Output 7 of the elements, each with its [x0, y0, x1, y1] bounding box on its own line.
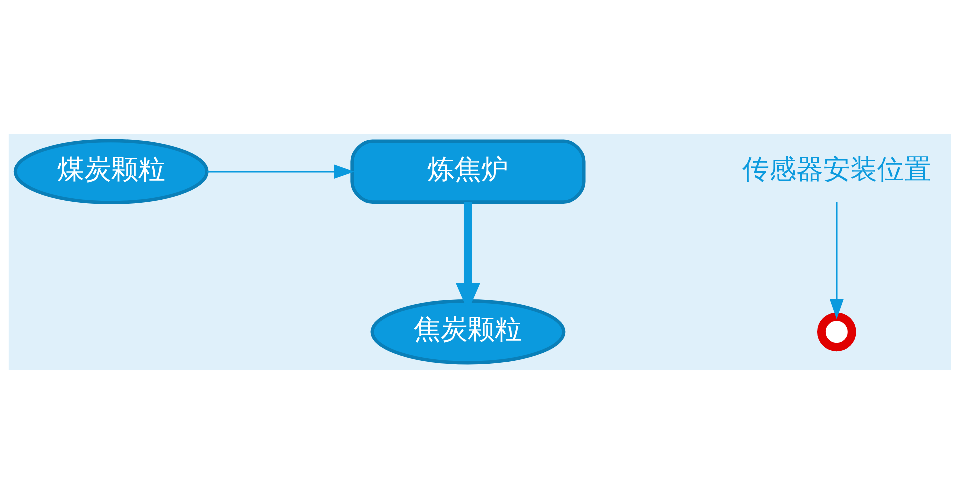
- node-box: 炼焦炉: [350, 140, 586, 204]
- node-ellipse: 焦炭颗粒: [370, 300, 566, 365]
- node-ellipse: 煤炭颗粒: [14, 139, 209, 204]
- node-text: 传感器安装位置: [742, 154, 932, 186]
- arrow: [208, 164, 355, 179]
- node-circle: [817, 312, 856, 352]
- arrow: [830, 202, 844, 320]
